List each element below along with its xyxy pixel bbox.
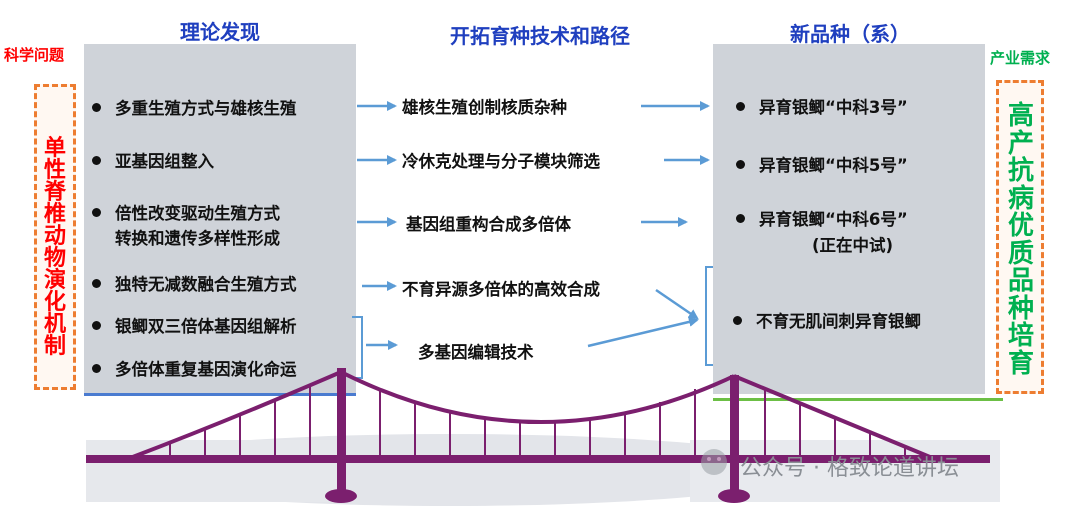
- bridge-tower-left: [337, 368, 346, 496]
- science-question-box: [34, 84, 76, 390]
- theory-item: 银鲫双三倍体基因组解析: [92, 315, 297, 339]
- variety-item: 异育银鲫“中科6号”: [736, 206, 908, 230]
- technology-item: 不育异源多倍体的高效合成: [402, 280, 600, 299]
- bridge-tower-right: [730, 375, 739, 496]
- variety-panel: [713, 44, 985, 394]
- technology-header: 开拓育种技术和路径: [450, 24, 630, 48]
- theory-baseline: [84, 393, 356, 396]
- science-header: 科学问题: [4, 46, 65, 64]
- variety-header: 新品种（系）: [790, 22, 910, 46]
- theory-item: 独特无减数融合生殖方式: [92, 273, 297, 297]
- bullet-icon: [733, 316, 742, 325]
- theory-header: 理论发现: [180, 20, 260, 44]
- technology-item: 多基因编辑技术: [418, 343, 534, 362]
- watermark: [701, 449, 727, 475]
- variety-item: 不育无肌间刺异育银鲫: [733, 308, 921, 332]
- industry-demand-text: 高产抗病优质品种培育: [1008, 101, 1035, 379]
- bullet-icon: [92, 103, 101, 112]
- bridge-side-cable-left: [129, 370, 342, 460]
- industry-demand-box: [996, 80, 1044, 394]
- technology-item: 基因组重构合成多倍体: [406, 215, 571, 234]
- bridge-illustration: [86, 368, 1000, 506]
- theory-panel: [84, 44, 356, 394]
- industry-baseline: [713, 398, 1003, 401]
- bridge-base-right: [718, 489, 750, 503]
- bullet-icon: [736, 160, 745, 169]
- bullet-icon: [92, 321, 101, 330]
- bullet-icon: [736, 214, 745, 223]
- technology-item: 冷休克处理与分子模块筛选: [402, 152, 600, 171]
- bridge-water-left: [86, 440, 346, 502]
- technology-bracket: [705, 266, 713, 366]
- bullet-icon: [92, 364, 101, 373]
- theory-bracket: [352, 316, 363, 379]
- theory-item: 多重生殖方式与雄核生殖: [92, 97, 297, 121]
- bridge-main-cable: [340, 370, 735, 424]
- arrow-icon: [655, 288, 699, 320]
- wechat-icon: [701, 449, 727, 475]
- bridge-hangers: [169, 386, 906, 456]
- industry-header: 产业需求: [990, 49, 1051, 67]
- science-question-text: 单性脊椎动物演化机制: [43, 136, 66, 359]
- watermark-text: 公众号 · 格致论道讲坛: [740, 456, 959, 481]
- bridge-base-left: [325, 489, 357, 503]
- bullet-icon: [736, 102, 745, 111]
- bullet-icon: [92, 156, 101, 165]
- variety-item-note: (正在中试): [812, 236, 894, 255]
- theory-item-continued: 转换和遗传多样性形成: [115, 229, 280, 248]
- bullet-icon: [92, 279, 101, 288]
- technology-item: 雄核生殖创制核质杂种: [402, 98, 567, 117]
- variety-item: 异育银鲫“中科3号”: [736, 94, 908, 118]
- arrow-icon: [587, 316, 699, 348]
- arrows: [357, 101, 710, 350]
- theory-item: 多倍体重复基因演化命运: [92, 358, 297, 382]
- bridge-deck: [86, 455, 990, 463]
- theory-item: 亚基因组整入: [92, 150, 214, 174]
- theory-item: 倍性改变驱动生殖方式: [92, 202, 280, 226]
- bullet-icon: [92, 208, 101, 217]
- variety-item: 异育银鲫“中科5号”: [736, 152, 908, 176]
